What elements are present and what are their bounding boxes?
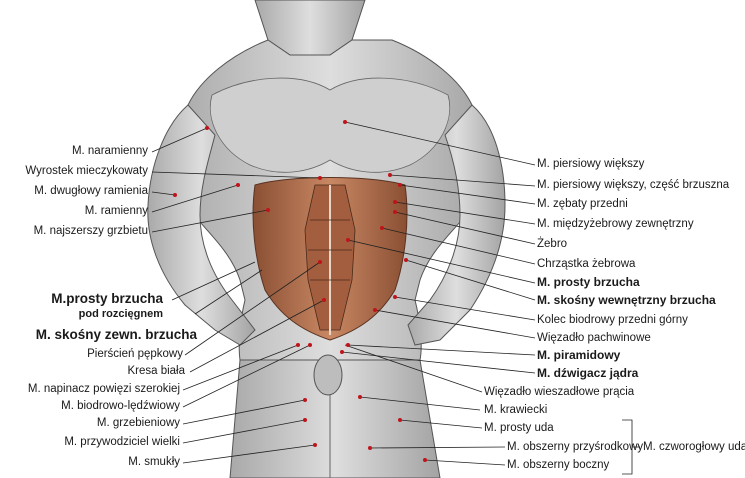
left-arm bbox=[147, 104, 256, 346]
label-wyrostek: Wyrostek mieczykowaty bbox=[25, 165, 148, 177]
label-piramidowy: M. piramidowy bbox=[537, 348, 621, 362]
label-dzwigacz: M. dźwigacz jądra bbox=[537, 366, 639, 380]
label-prosty-uda: M. prosty uda bbox=[484, 422, 554, 434]
label-prosty-pod-2: pod rozcięgnem bbox=[78, 308, 163, 320]
label-grzebieniowy: M. grzebieniowy bbox=[96, 417, 180, 429]
label-wiezadlo-pach: Więzadło pachwinowe bbox=[537, 332, 651, 344]
label-prosty-pod-1: M.prosty brzucha bbox=[51, 291, 163, 306]
label-kresa: Kresa biała bbox=[127, 365, 185, 377]
label-piersiowy-brzuszna: M. piersiowy większy, część brzuszna bbox=[537, 179, 730, 191]
label-najszerszy: M. najszerszy grzbietu bbox=[33, 225, 148, 237]
label-ramienny: M. ramienny bbox=[84, 205, 148, 217]
label-prosty-brzucha: M. prosty brzucha bbox=[537, 275, 640, 289]
label-obszerny-przys: M. obszerny przyśrodkowy bbox=[507, 441, 644, 453]
label-pierscien: Pierścień pępkowy bbox=[87, 348, 183, 360]
pectorals bbox=[209, 77, 451, 173]
label-dwuglowy: M. dwugłowy ramienia bbox=[34, 185, 148, 197]
label-napinacz: M. napinacz powięzi szerokiej bbox=[27, 383, 180, 395]
label-piersiowy-wiekszy: M. piersiowy większy bbox=[537, 158, 645, 170]
label-zebro: Żebro bbox=[537, 238, 568, 250]
label-chrzastka: Chrząstka żebrowa bbox=[537, 258, 636, 270]
body-silhouette bbox=[147, 0, 506, 478]
label-skosny-wewn: M. skośny wewnętrzny brzucha bbox=[537, 293, 716, 307]
genitals bbox=[313, 354, 343, 396]
label-obszerny-boczny: M. obszerny boczny bbox=[507, 459, 610, 471]
label-kolec: Kolec biodrowy przedni górny bbox=[537, 314, 688, 326]
right-arm bbox=[407, 104, 506, 346]
markers bbox=[173, 120, 427, 462]
label-biodrowo: M. biodrowo-lędźwiowy bbox=[61, 400, 180, 412]
label-czworoglowy-group: M. czworogłowy uda bbox=[643, 441, 745, 453]
label-naramienny: M. naramienny bbox=[71, 145, 148, 157]
label-skosny-zewn: M. skośny zewn. brzucha bbox=[35, 327, 197, 342]
label-smukly: M. smukły bbox=[128, 456, 180, 468]
label-krawiecki: M. krawiecki bbox=[484, 404, 548, 416]
legs bbox=[229, 359, 441, 478]
label-zebaty: M. zębaty przedni bbox=[537, 198, 628, 210]
label-wiezadlo-wiesz: Więzadło wieszadłowe prącia bbox=[484, 386, 635, 398]
leader-lines bbox=[151, 121, 640, 475]
label-przywodziciel: M. przywodziciel wielki bbox=[64, 436, 180, 448]
label-miedzyzebrowy: M. międzyżebrowy zewnętrzny bbox=[537, 218, 694, 230]
